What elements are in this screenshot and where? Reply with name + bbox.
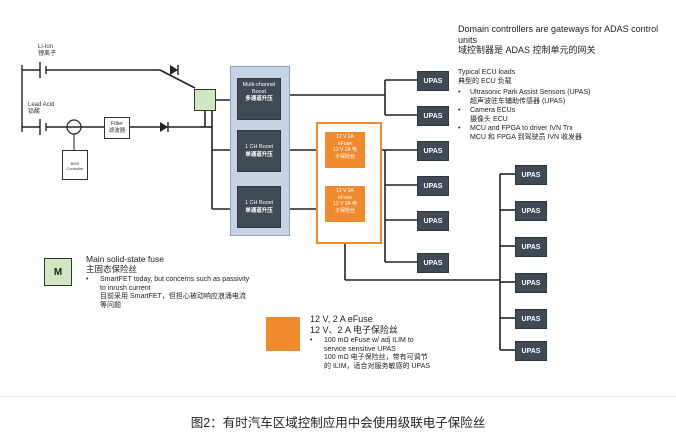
upas-7: UPAS	[515, 165, 547, 185]
domain-controller-title: Domain controllers are gateways for ADAS…	[458, 24, 659, 55]
upas-4: UPAS	[417, 176, 449, 196]
legend-m-text: Main solid-state fuse 主固态保险丝 • SmartFET …	[86, 254, 250, 309]
figure-caption: 图2：有时汽车区域控制应用中会使用级联电子保险丝	[190, 416, 486, 430]
upas-2: UPAS	[417, 106, 449, 126]
ecu-bullet-1: • Ultrasonic Park Assist Sensors (UPAS)超…	[458, 89, 591, 105]
ecu-loads: Typical ECU loads 典型的 ECU 负载 • Ultrasoni…	[458, 68, 668, 142]
upas-5: UPAS	[417, 211, 449, 231]
upas-9: UPAS	[515, 237, 547, 257]
main-fuse-block	[194, 89, 216, 111]
legend-efuse-text: 12 V, 2 A eFuse 12 V、2 A 电子保险丝 • 100 mΩ …	[310, 314, 431, 370]
upas-12: UPAS	[515, 341, 547, 361]
caption-divider	[0, 396, 676, 397]
legend-m-symbol: M	[44, 258, 72, 286]
upas-6: UPAS	[417, 253, 449, 273]
legend-efuse-symbol	[266, 317, 300, 351]
upas-3: UPAS	[417, 141, 449, 161]
filter-box: Filter 滤波器	[104, 117, 130, 139]
upas-8: UPAS	[515, 201, 547, 221]
upas-11: UPAS	[515, 309, 547, 329]
upas-1: UPAS	[417, 71, 449, 91]
upas-10: UPAS	[515, 273, 547, 293]
controller-box: BMS Controller	[62, 150, 88, 180]
